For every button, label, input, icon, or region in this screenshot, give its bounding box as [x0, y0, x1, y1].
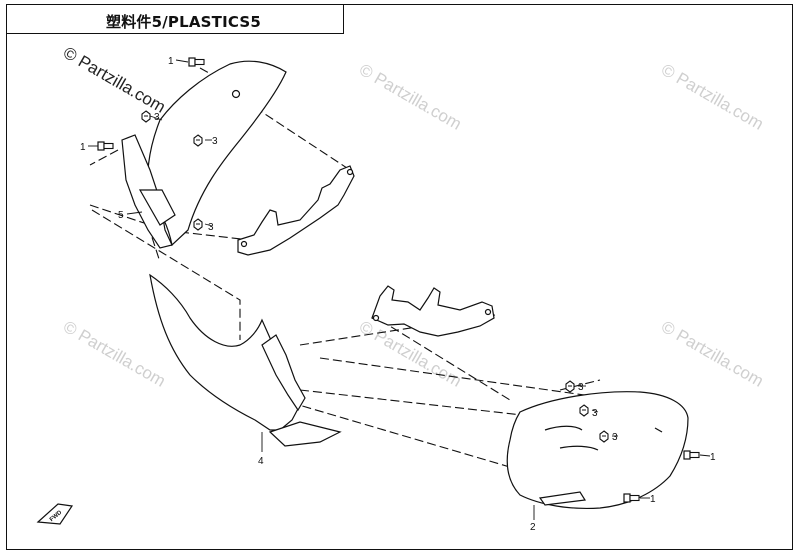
callout-1: 1 — [710, 452, 716, 463]
callout-3: 3 — [208, 222, 214, 233]
callout-3: 3 — [592, 408, 598, 419]
mount-bracket-upper — [237, 165, 355, 256]
mount-bracket-lower — [371, 285, 495, 337]
watermark: © Partzilla.com — [658, 60, 767, 134]
bolt-icon — [683, 450, 700, 460]
screw-icon — [141, 110, 151, 123]
callout-3: 3 — [612, 432, 618, 443]
callout-2: 2 — [530, 522, 536, 533]
title-box: 塑料件5/PLASTICS5 — [6, 4, 344, 34]
bolt-icon — [188, 57, 205, 67]
screw-icon — [579, 404, 589, 417]
watermark: © Partzilla.com — [60, 317, 169, 391]
callout-1: 1 — [80, 142, 86, 153]
leader-lines — [88, 59, 711, 520]
watermark: © Partzilla.com — [356, 60, 465, 134]
callout-3: 3 — [578, 382, 584, 393]
part-4-lower-cover — [149, 273, 342, 447]
watermark: © Partzilla.com — [658, 317, 767, 391]
callout-1: 1 — [650, 494, 656, 505]
part-5-upper-cowl — [121, 60, 287, 249]
part-2-side-cover — [506, 391, 689, 509]
bolt-icon — [623, 493, 640, 503]
callout-4: 4 — [258, 456, 264, 467]
screw-icon — [599, 430, 609, 443]
diagram-title: 塑料件5/PLASTICS5 — [106, 13, 262, 31]
screw-icon — [193, 134, 203, 147]
bolt-icon — [97, 141, 114, 151]
fwd-arrow-icon: FWD — [36, 503, 74, 525]
screw-icon — [565, 380, 575, 393]
callout-3: 3 — [154, 112, 160, 123]
watermark-main: © Partzilla.com — [60, 43, 169, 117]
callout-1: 1 — [168, 56, 174, 67]
screw-icon — [193, 218, 203, 231]
callout-3: 3 — [212, 136, 218, 147]
diagram-frame — [6, 4, 793, 550]
callout-5: 5 — [118, 210, 124, 221]
